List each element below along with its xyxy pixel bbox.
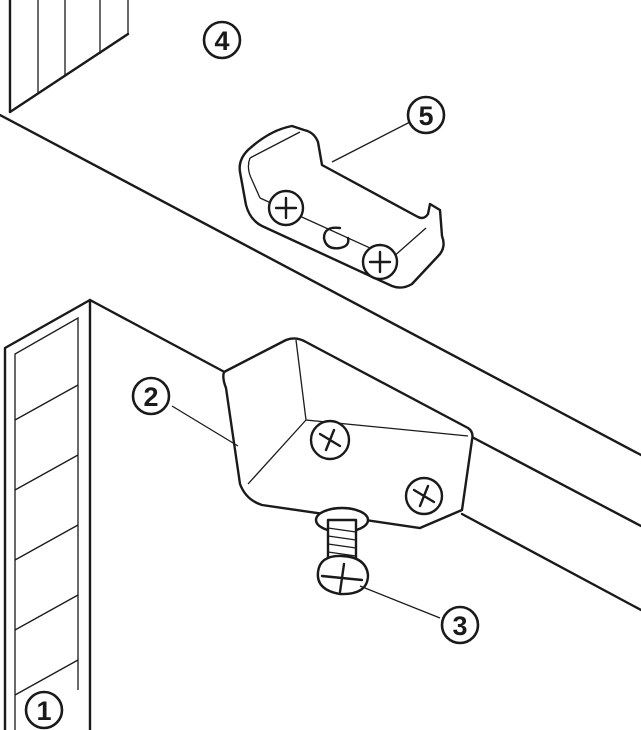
- catch-plate: [238, 121, 445, 289]
- screw-head-icon: [404, 476, 444, 516]
- svg-text:5: 5: [418, 101, 433, 131]
- adjusting-screw: [314, 506, 441, 619]
- label-5: 5: [406, 95, 446, 135]
- label-4: 4: [202, 20, 242, 60]
- svg-text:1: 1: [36, 696, 51, 726]
- screw-head-icon: [309, 419, 351, 461]
- svg-text:4: 4: [214, 26, 229, 56]
- svg-text:2: 2: [143, 382, 158, 412]
- upper-cabinet: [0, 0, 641, 457]
- hook-icon: [322, 226, 350, 250]
- screw-head-icon: [267, 189, 305, 227]
- label-2: 2: [131, 376, 171, 416]
- label-1: 1: [24, 690, 64, 730]
- lower-cabinet: [3, 298, 641, 730]
- label-3: 3: [440, 605, 480, 645]
- catch-body: [222, 337, 474, 530]
- svg-text:3: 3: [452, 611, 467, 641]
- screw-head-icon: [361, 243, 399, 281]
